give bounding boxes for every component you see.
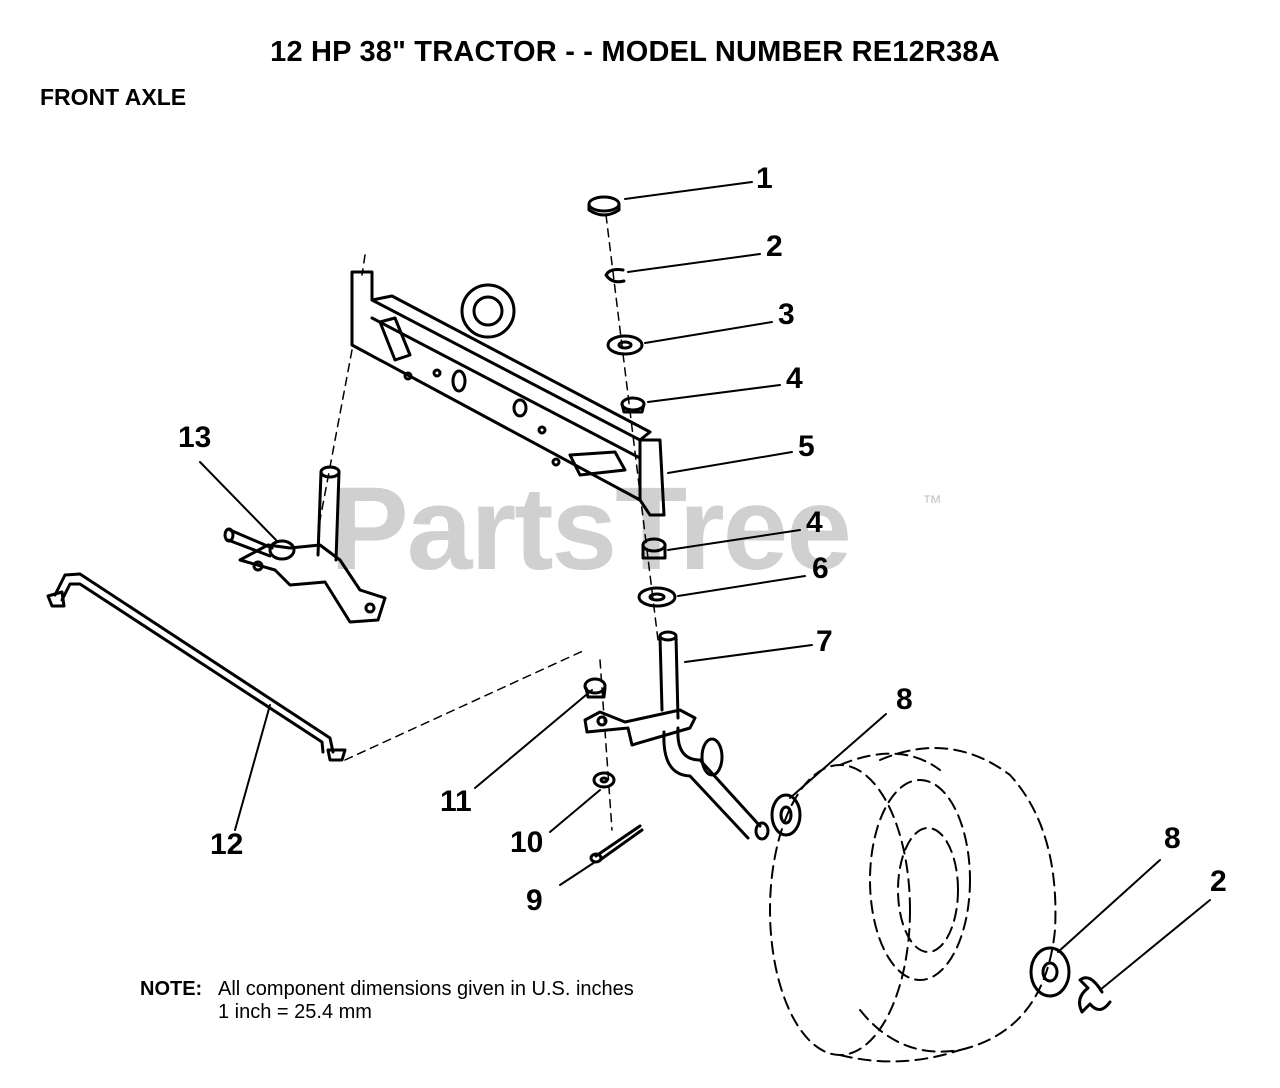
callout-13: 13 — [178, 421, 212, 454]
note-label: NOTE: — [140, 978, 203, 1000]
part-7-spindle — [583, 630, 770, 841]
part-11-bolt — [583, 677, 607, 699]
callout-8-upper: 8 — [896, 683, 913, 716]
callout-9: 9 — [526, 884, 543, 917]
page-title: 12 HP 38" TRACTOR - - MODEL NUMBER RE12R… — [270, 36, 1000, 68]
callout-6: 6 — [812, 552, 829, 585]
part-13-spindle — [223, 465, 387, 624]
callout-5: 5 — [798, 430, 815, 463]
part-3-washer — [606, 334, 644, 356]
callout-11: 11 — [440, 785, 472, 818]
callout-1: 1 — [756, 162, 773, 195]
part-1-cap — [587, 195, 621, 217]
callout-2-upper: 2 — [766, 230, 783, 263]
assembly-center-lines — [319, 214, 659, 831]
front-axle-beam — [350, 270, 666, 517]
part-2-retaining-ring — [604, 268, 626, 284]
dimension-note: NOTE: All component dimensions given in U… — [140, 978, 634, 1024]
part-2-retaining-ring-lower — [1078, 976, 1112, 1014]
callout-3: 3 — [778, 298, 795, 331]
callout-2-lower: 2 — [1210, 865, 1227, 898]
note-line-2: 1 inch = 25.4 mm — [218, 1001, 372, 1023]
section-title: FRONT AXLE — [40, 84, 187, 110]
wheel-tire — [769, 747, 1057, 1063]
part-9-cotter-pin — [589, 824, 644, 864]
part-4-bushing-upper — [620, 396, 646, 414]
callout-4-upper: 4 — [786, 362, 803, 395]
part-8-washer-lower — [1029, 946, 1071, 998]
part-6-washer — [637, 586, 677, 608]
callout-7: 7 — [816, 625, 833, 658]
callout-8-lower: 8 — [1164, 822, 1181, 855]
watermark: PartsTree — [330, 463, 852, 595]
part-10-nut — [592, 771, 616, 789]
note-line-1: All component dimensions given in U.S. i… — [218, 978, 634, 1000]
leader-lines — [199, 181, 1211, 991]
part-4-bushing-lower — [641, 537, 667, 560]
callout-12: 12 — [210, 828, 244, 861]
callout-4-lower: 4 — [806, 506, 823, 539]
callout-10: 10 — [510, 826, 544, 859]
part-12-tie-rod — [46, 572, 347, 762]
part-8-washer-upper — [770, 793, 802, 837]
watermark-trademark: ™ — [922, 492, 942, 514]
